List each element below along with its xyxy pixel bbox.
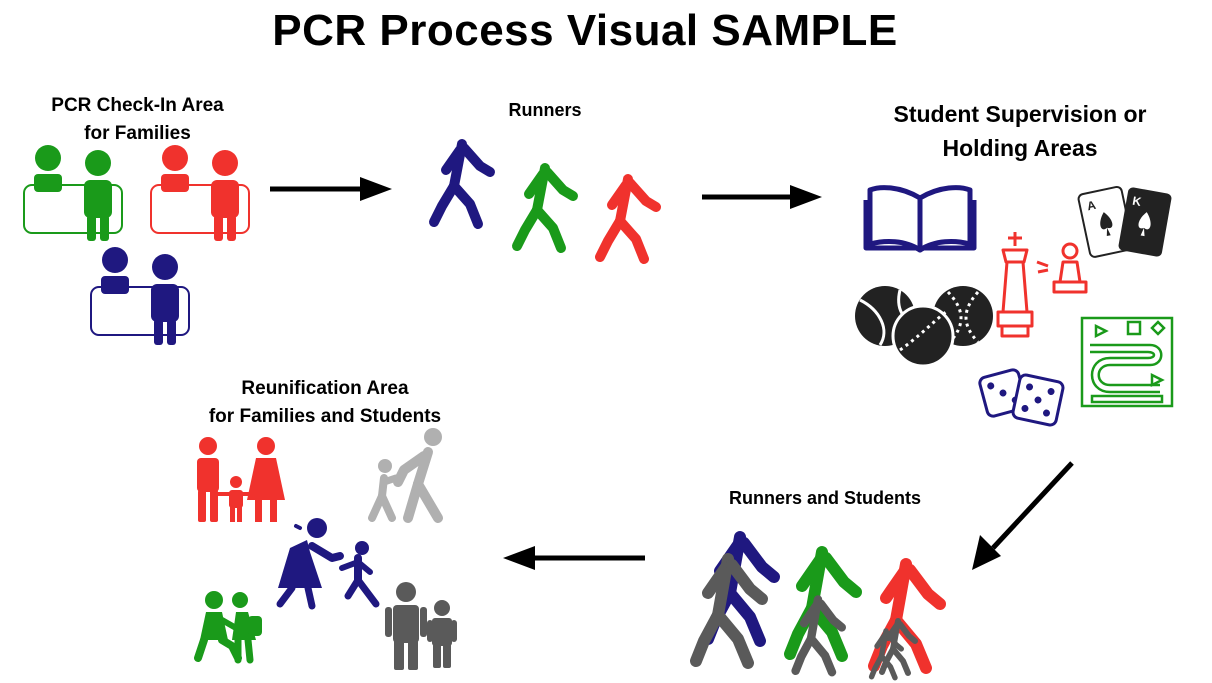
runner-with-student-green-icon (790, 525, 856, 672)
walking-person-icon-red (600, 156, 656, 259)
family-icon-red (197, 437, 285, 522)
runners-label: Runners (508, 100, 582, 120)
playing-cards-icon: A K (1077, 185, 1172, 258)
checkin-label-line1: PCR Check-In Area (51, 95, 224, 116)
king-card-label: K (1131, 194, 1142, 209)
reunification-label-line1: Reunification Area (241, 378, 409, 399)
checkin-desk-navy-icon (90, 247, 190, 345)
checkin-label-line2: for Families (84, 123, 191, 144)
arrow-icon-3 (972, 461, 1074, 570)
checkin-desk-green-icon (23, 145, 123, 241)
hugging-icon-green (194, 591, 262, 664)
checkin-desk-red-icon (150, 145, 250, 241)
walking-person-icon-green (517, 145, 573, 248)
supervision-area-label: Student Supervision or Holding Areas (870, 97, 1170, 165)
parent-child-icon-gray (385, 582, 457, 670)
balls-icon (855, 286, 993, 368)
board-game-icon (1080, 316, 1174, 408)
runner-with-student-red-icon (872, 537, 940, 678)
runner-with-student-navy-icon (696, 510, 774, 663)
supervision-label-line2: Holding Areas (942, 135, 1098, 161)
grandparent-child-icon (368, 428, 443, 523)
page-title: PCR Process Visual SAMPLE (272, 6, 898, 55)
hugging-icon-navy (276, 518, 380, 610)
reunification-area-label: Reunification Area for Families and Stud… (190, 375, 460, 431)
dice-icon (978, 368, 1065, 427)
supervision-label-line1: Student Supervision or (893, 101, 1147, 127)
reunification-label-line2: for Families and Students (208, 406, 442, 427)
checkin-area-label: PCR Check-In Area for Families (30, 92, 245, 148)
ace-card-label: A (1086, 198, 1098, 214)
arrow-icon-2 (702, 185, 822, 209)
walking-person-icon-navy (434, 121, 490, 224)
open-book-icon (863, 185, 977, 253)
runners-and-students-label: Runners and Students (728, 488, 921, 508)
arrow-icon-1 (270, 177, 392, 201)
arrow-icon-4 (503, 546, 645, 570)
chess-pieces-icon (996, 232, 1088, 338)
